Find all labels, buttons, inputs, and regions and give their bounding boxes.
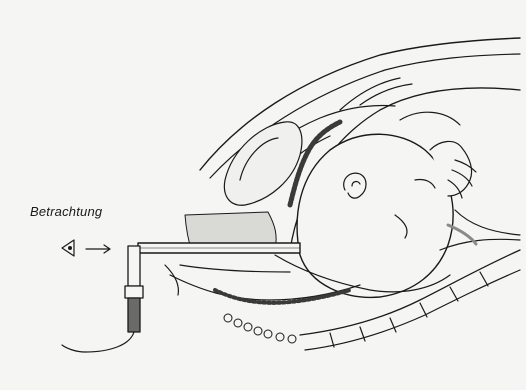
right-layer-2 xyxy=(440,239,520,250)
upper-fold-2 xyxy=(360,84,412,105)
arrow-icon xyxy=(86,245,110,253)
light-cable xyxy=(62,332,134,352)
light-handle-upper xyxy=(128,246,140,286)
right-layer-1 xyxy=(455,210,520,235)
fetal-arm xyxy=(400,112,460,125)
coccyx-beads xyxy=(224,314,296,343)
fetal-head xyxy=(297,134,453,297)
right-shading xyxy=(448,225,476,244)
light-handle-lower xyxy=(128,298,140,332)
rectum-stipple xyxy=(215,290,350,303)
posterior-wall xyxy=(180,265,290,272)
light-handle-knob xyxy=(125,286,143,298)
perineum xyxy=(165,265,178,295)
bladder-organ xyxy=(224,122,301,205)
